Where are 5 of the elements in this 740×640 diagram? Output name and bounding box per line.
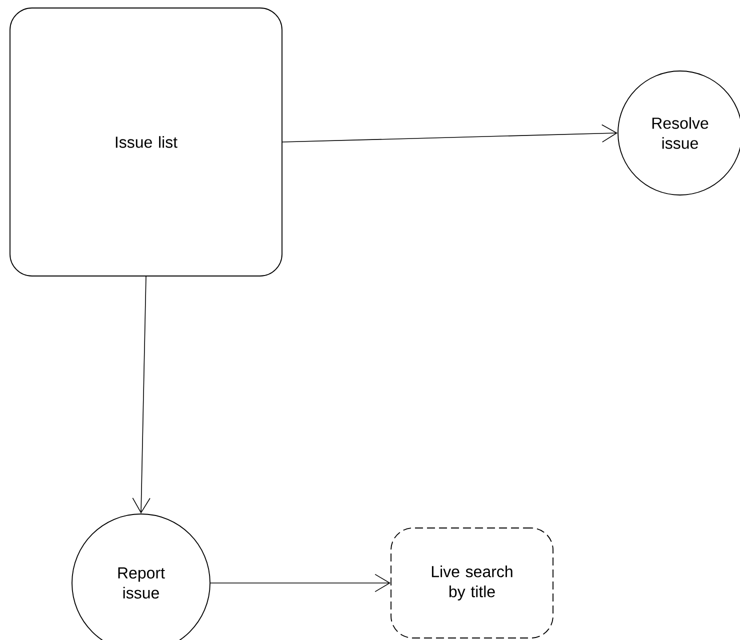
process-box: Live search by title (390, 528, 554, 638)
arrow (132, 276, 150, 514)
arrow (282, 124, 618, 142)
arrow (210, 574, 391, 592)
process-box: Issue list (10, 8, 282, 276)
